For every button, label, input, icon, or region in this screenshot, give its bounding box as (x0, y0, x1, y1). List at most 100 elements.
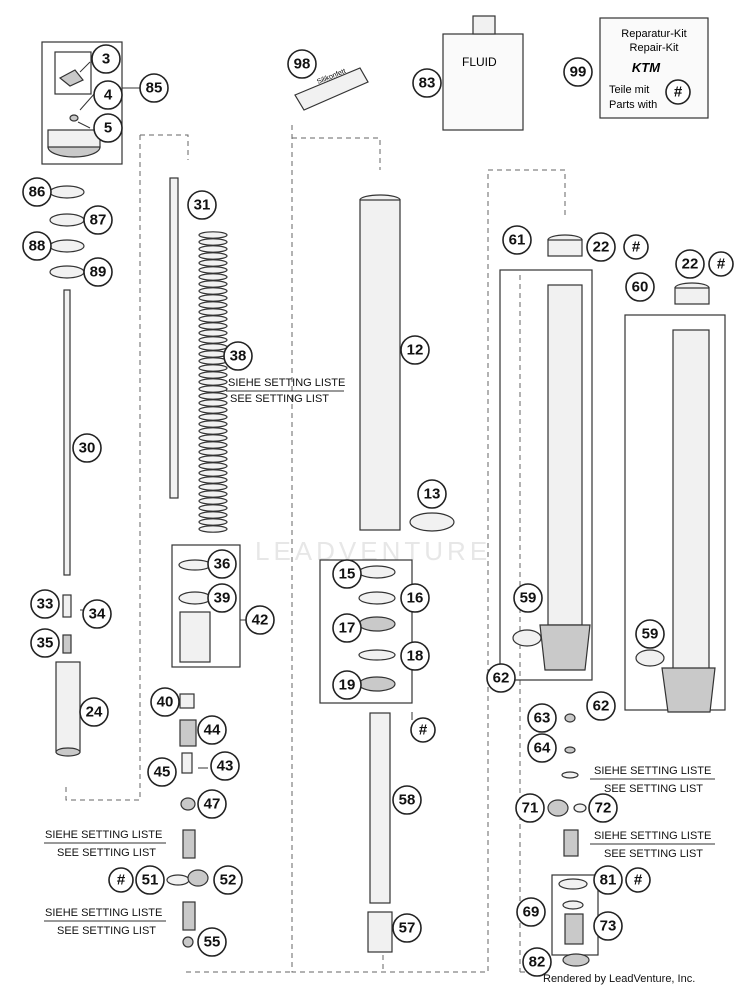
note-see-right-2: SEE SETTING LIST (604, 848, 703, 860)
callout-c88: 88 (22, 231, 52, 261)
spring-coil (198, 455, 228, 463)
callout-c55: 55 (197, 927, 227, 957)
callout-c62b: 62 (586, 691, 616, 721)
callout-c39: 39 (207, 583, 237, 613)
spacer-86 (49, 185, 85, 199)
o-ring-59-right (635, 649, 665, 667)
callout-label: 15 (339, 566, 356, 583)
callout-c42: 42 (245, 605, 275, 635)
spring-35 (62, 634, 72, 654)
callout-label: 59 (520, 590, 537, 607)
spring-coil (198, 238, 228, 246)
bush-16 (358, 591, 396, 605)
callout-c89: 89 (83, 257, 113, 287)
callout-label: 83 (419, 75, 436, 92)
callout-c33: 33 (30, 589, 60, 619)
note-siehe-left-1: SIEHE SETTING LISTE (45, 829, 162, 841)
callout-c98: 98 (287, 49, 317, 79)
callout-label: 33 (37, 596, 54, 613)
callout-c40: 40 (150, 687, 180, 717)
callout-label: # (632, 239, 641, 256)
callout-label: 61 (509, 232, 526, 249)
nut-63 (564, 713, 576, 723)
callout-c19: 19 (332, 670, 362, 700)
setting-note-left-2: SIEHE SETTING LISTE SEE SETTING LIST (44, 907, 166, 937)
washer-88 (49, 239, 85, 253)
callout-c57: 57 (392, 913, 422, 943)
callout-label: 55 (204, 934, 221, 951)
callout-label: 86 (29, 184, 46, 201)
callout-label: 34 (89, 606, 106, 623)
cartridge-69 (564, 913, 584, 945)
ring-81 (558, 878, 588, 890)
callout-label: # (117, 872, 126, 889)
setting-note-right-1: SIEHE SETTING LISTE SEE SETTING LIST (590, 765, 715, 795)
callout-label: 89 (90, 264, 107, 281)
valve-stack-b (182, 901, 196, 931)
spring-coil (198, 266, 228, 274)
spring-coil (198, 329, 228, 337)
callout-label: 36 (214, 556, 231, 573)
tube-58 (369, 712, 391, 904)
callout-label: 39 (214, 590, 231, 607)
setting-note-left-1: SIEHE SETTING LISTE SEE SETTING LIST (44, 829, 166, 859)
callout-label: 58 (399, 792, 416, 809)
callout-c85: 85 (139, 73, 169, 103)
callout-label: 72 (595, 800, 612, 817)
spring-coil (198, 497, 228, 505)
callout-label: # (419, 722, 428, 739)
callout-h5: # (625, 867, 651, 893)
spring-coil (198, 504, 228, 512)
callout-label: 62 (493, 670, 510, 687)
spring-coil (198, 420, 228, 428)
callout-c52: 52 (213, 865, 243, 895)
callout-c51: 51 (135, 865, 165, 895)
callout-c69: 69 (516, 897, 546, 927)
credit-text: Rendered by LeadVenture, Inc. (543, 973, 695, 985)
spring-coil (198, 294, 228, 302)
callout-c71: 71 (515, 793, 545, 823)
spring-coil (198, 259, 228, 267)
spring-coil (198, 371, 228, 379)
callout-c4: 4 (93, 80, 123, 110)
callout-c44: 44 (197, 715, 227, 745)
callout-label: 40 (157, 694, 174, 711)
callout-c61: 61 (502, 225, 532, 255)
callout-c3: 3 (91, 44, 121, 74)
callout-h1: # (623, 234, 649, 260)
callout-label: 44 (204, 722, 221, 739)
callout-label: 45 (154, 764, 171, 781)
washer-87 (49, 213, 85, 227)
kit-line2: Repair-Kit (630, 42, 679, 54)
callout-label: 64 (534, 740, 551, 757)
spring-coil (198, 434, 228, 442)
callout-c36: 36 (207, 549, 237, 579)
callout-label: 12 (407, 342, 424, 359)
dashed-group-line-tube (292, 137, 381, 170)
callout-c62a: 62 (486, 663, 516, 693)
repair-kit-box (599, 17, 709, 119)
callout-label: 35 (37, 635, 54, 652)
callout-label: 51 (142, 872, 159, 889)
spring-coil (198, 280, 228, 288)
spring-coil (198, 406, 228, 414)
callout-c34: 34 (82, 599, 112, 629)
spring-coil (198, 427, 228, 435)
ring-73 (562, 900, 584, 910)
bush-42 (179, 611, 211, 663)
needle-33 (62, 594, 72, 618)
callout-c31: 31 (187, 190, 217, 220)
o-ring-59-left (512, 629, 542, 647)
ring-36 (178, 559, 212, 571)
callout-label: 85 (146, 80, 163, 97)
ring-18 (358, 649, 396, 661)
callout-c35: 35 (30, 628, 60, 658)
cartridge-24-end (55, 747, 81, 757)
callout-c58: 58 (392, 785, 422, 815)
callout-label: 22 (593, 239, 610, 256)
callout-c59b: 59 (635, 619, 665, 649)
callout-c38: 38 (223, 341, 253, 371)
leader-lines (77, 61, 413, 769)
